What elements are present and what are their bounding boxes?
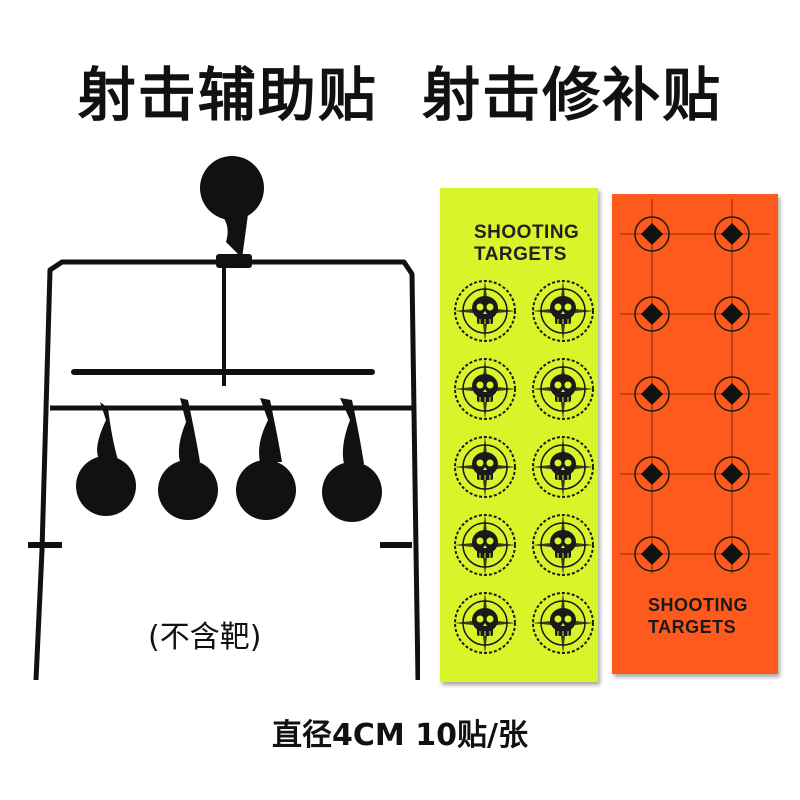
paddle-2: [158, 398, 218, 520]
yellow-sticker-sheet: SHOOTING TARGETS: [440, 188, 598, 682]
diamond-target-grid: [620, 199, 770, 574]
top-disc-neck: [216, 210, 248, 258]
diamond-crosshair-icon: [714, 536, 750, 572]
yellow-sheet-title: SHOOTING TARGETS: [474, 222, 580, 265]
skull-crosshair-icon: [452, 512, 518, 578]
paddle-1: [76, 402, 136, 516]
spinner-target-rack: [28, 156, 420, 681]
diamond-crosshair-icon: [714, 376, 750, 412]
rack-note: (不含靶): [148, 620, 262, 655]
diamond-crosshair-icon: [714, 216, 750, 252]
skull-crosshair-icon: [530, 512, 596, 578]
center-clamp: [216, 254, 252, 268]
skull-crosshair-icon: [530, 434, 596, 500]
paddle-4: [322, 398, 382, 522]
skull-crosshair-icon: [452, 590, 518, 656]
size-caption: 直径4CM 10贴/张: [272, 718, 528, 753]
diamond-crosshair-icon: [634, 376, 670, 412]
diamond-crosshair-icon: [634, 456, 670, 492]
orange-target-sheet: SHOOTING TARGETS: [612, 194, 778, 674]
skull-crosshair-icon: [530, 278, 596, 344]
skull-crosshair-icon: [530, 590, 596, 656]
skull-crosshair-icon: [530, 356, 596, 422]
skull-crosshair-icon: [452, 278, 518, 344]
skull-crosshair-icon: [452, 434, 518, 500]
diamond-crosshair-icon: [634, 536, 670, 572]
diamond-crosshair-icon: [714, 456, 750, 492]
orange-sheet-title: SHOOTING TARGETS: [648, 595, 749, 637]
headline: 射击辅助贴 射击修补贴: [77, 61, 723, 129]
diamond-crosshair-icon: [634, 216, 670, 252]
diamond-crosshair-icon: [634, 296, 670, 332]
skull-crosshair-icon: [452, 356, 518, 422]
diamond-crosshair-icon: [714, 296, 750, 332]
paddle-3: [236, 398, 296, 520]
top-disc: [200, 156, 264, 220]
